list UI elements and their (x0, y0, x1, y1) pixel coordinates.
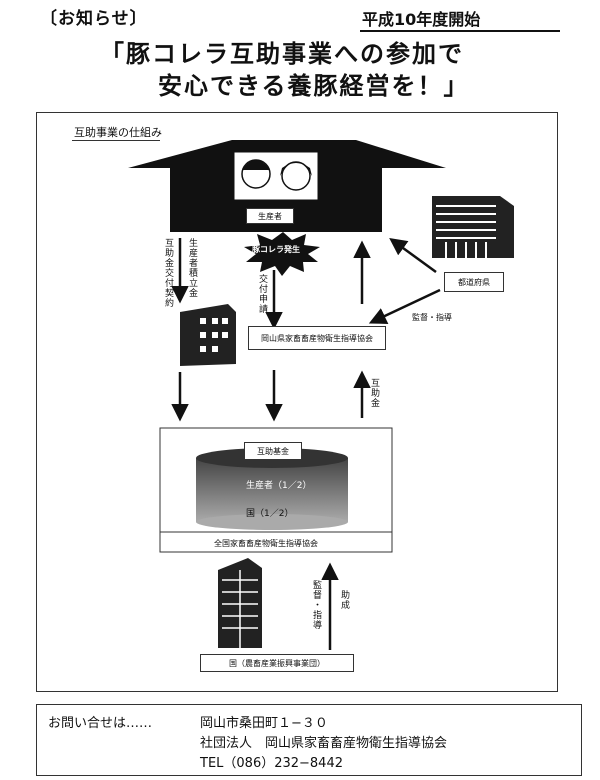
contact-box (36, 704, 582, 776)
contact-organization: 社団法人 岡山県家畜畜産物衛生指導協会 (200, 736, 448, 751)
diagram-frame (36, 112, 558, 692)
national-building-icon (218, 558, 262, 648)
okayama-office-building-icon (180, 304, 236, 366)
diagram-caption: 互助事業の仕組み (74, 126, 162, 139)
headline-line-2: 安心できる養豚経営を！」 (158, 72, 470, 100)
fund-state-share: 国（1／2） (246, 509, 294, 519)
fund-producer-share: 生産者（1／2） (246, 481, 312, 491)
notice-label: 〔お知らせ〕 (40, 9, 148, 29)
state-label: 国（農畜産業振興事業団） (200, 654, 354, 672)
application-label: 交付申請 (257, 274, 267, 314)
contribution-label: 生産者積立金 (187, 238, 197, 298)
contact-address: 岡山市桑田町１−３０ (200, 716, 328, 731)
caption-underline (72, 140, 160, 141)
start-year-label: 平成10年度開始 (362, 10, 481, 29)
subsidy-label: 助成 (339, 590, 349, 610)
diagram-drawing (128, 140, 514, 650)
fund-title-label: 互助基金 (244, 442, 302, 460)
national-association-label: 全国家畜畜産物衛生指導協会 (214, 539, 318, 548)
start-year-underline (360, 30, 560, 32)
contact-prompt: お問い合せは…… (48, 716, 153, 731)
prefecture-supervision-label: 監督・指導 (412, 313, 452, 322)
producer-label: 生産者 (246, 208, 294, 224)
mutual-aid-label: 互助金 (369, 378, 379, 408)
headline-line-1: 「豚コレラ互助事業への参加で (100, 40, 464, 68)
state-supervision-label: 監督・指導 (311, 580, 321, 630)
outbreak-label: 豚コレラ発生 (252, 245, 300, 254)
prefecture-building-icon (432, 196, 514, 258)
contact-telephone: TEL（086）232−8442 (200, 756, 344, 771)
outbreak-burst-icon (244, 232, 320, 276)
payout-contract-label: 互助金交付契約 (163, 238, 173, 308)
prefecture-label: 都道府県 (444, 272, 504, 292)
okayama-association-label: 岡山県家畜畜産物衛生指導協会 (248, 326, 386, 350)
